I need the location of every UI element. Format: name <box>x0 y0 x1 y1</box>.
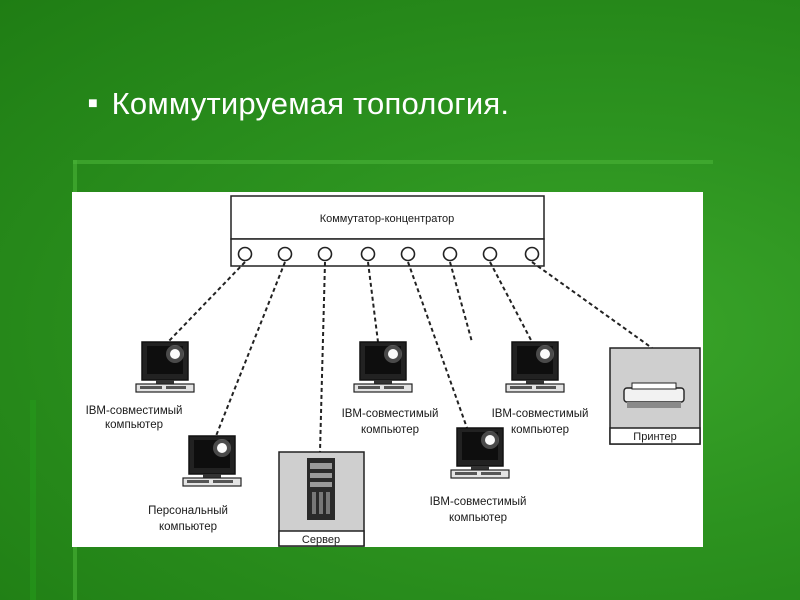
hub-switch: Коммутатор-концентратор <box>230 195 545 267</box>
computer-icon <box>505 341 565 393</box>
hub-port <box>317 246 333 262</box>
personal-computer: Персональный компьютер <box>148 435 242 533</box>
node-label: компьютер <box>511 424 569 436</box>
node-label: компьютер <box>105 419 163 431</box>
link-pc3 <box>489 261 533 343</box>
link-personal <box>215 261 286 437</box>
server: Сервер <box>278 451 365 547</box>
ibm-pc-2: IBM-совместимый компьютер <box>342 341 439 436</box>
ibm-pc-4: IBM-совместимый компьютер <box>430 427 527 524</box>
node-label: Принтер <box>633 431 676 443</box>
node-label: IBM-совместимый <box>86 405 183 417</box>
decorative-horizontal-line <box>73 160 713 164</box>
printer-icon <box>623 382 685 408</box>
node-label: компьютер <box>361 424 419 436</box>
hub-port <box>400 246 416 262</box>
square-bullet-icon: ■ <box>88 95 98 112</box>
computer-icon <box>450 427 510 479</box>
node-label: IBM-совместимый <box>342 408 439 420</box>
hub-port <box>482 246 498 262</box>
node-label: компьютер <box>159 521 217 533</box>
printer: Принтер <box>609 347 701 445</box>
hub-port <box>360 246 376 262</box>
bullet-item: ■ Коммутируемая топология. <box>88 86 509 122</box>
node-label: Сервер <box>302 534 340 546</box>
slide-title: Коммутируемая топология. <box>111 86 510 121</box>
decorative-vertical-line-left <box>30 400 36 600</box>
computer-icon <box>182 435 242 487</box>
network-diagram: Коммутатор-концентратор <box>72 192 703 547</box>
ibm-pc-1: IBM-совместимый компьютер <box>86 341 195 431</box>
computer-icon <box>353 341 413 393</box>
node-label: компьютер <box>449 512 507 524</box>
node-label: Персональный <box>148 505 228 517</box>
server-tower-icon <box>307 458 335 520</box>
hub-port <box>524 246 540 262</box>
ibm-pc-3: IBM-совместимый компьютер <box>492 341 589 436</box>
link-pc4 <box>407 261 468 429</box>
node-label: IBM-совместимый <box>492 408 589 420</box>
hub-port <box>237 246 253 262</box>
node-label: IBM-совместимый <box>430 496 527 508</box>
network-links <box>167 261 653 453</box>
hub-ports <box>237 246 540 262</box>
link-printer <box>531 261 653 349</box>
hub-port <box>442 246 458 262</box>
link-server <box>319 261 326 453</box>
computer-icon <box>135 341 195 393</box>
hub-label: Коммутатор-концентратор <box>320 213 455 225</box>
link-pc3a <box>449 261 473 343</box>
link-pc2 <box>367 261 379 343</box>
link-pc1 <box>167 261 246 343</box>
hub-port <box>277 246 293 262</box>
